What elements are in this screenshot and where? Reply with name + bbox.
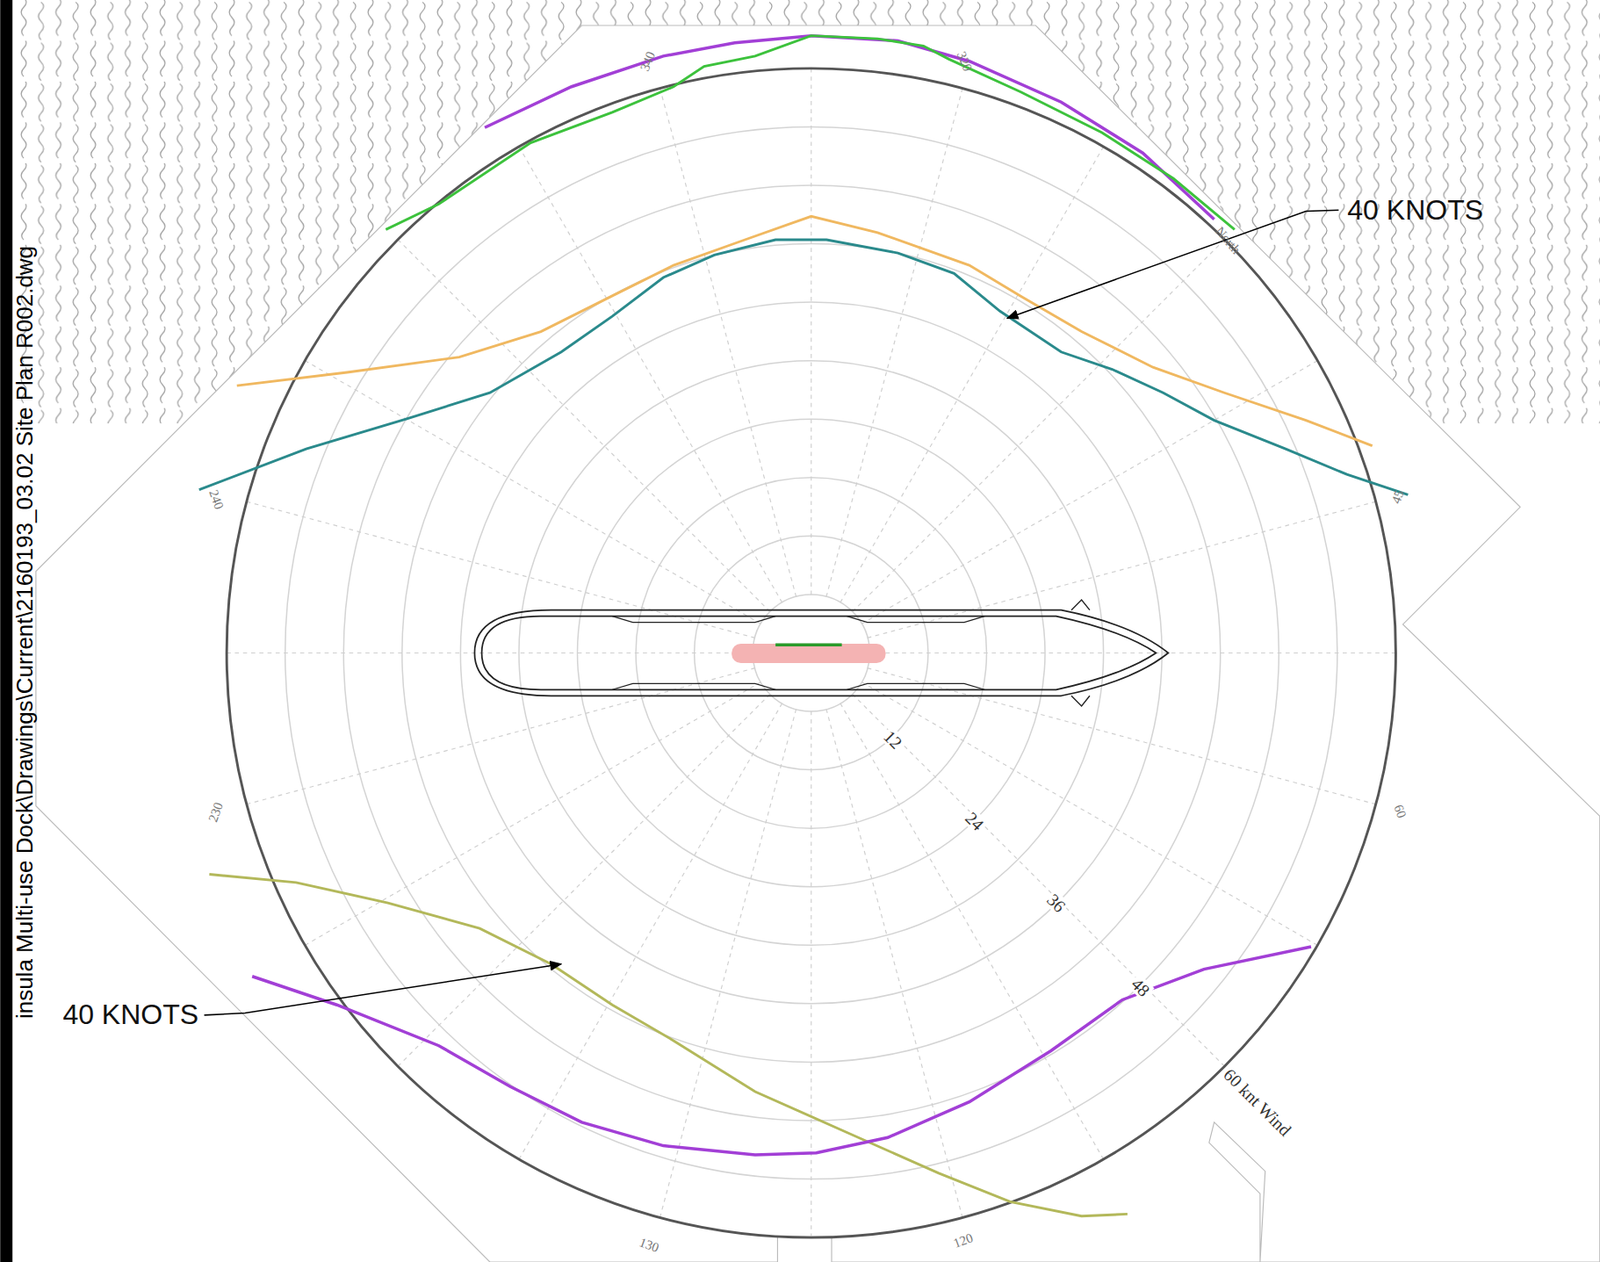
callout-label: 40 KNOTS <box>62 1000 199 1029</box>
grid-ring <box>402 244 1221 1063</box>
wind-curve <box>484 36 1215 220</box>
grid-spoke <box>869 652 1396 654</box>
grid-spoke <box>304 682 761 946</box>
grid-spoke <box>826 88 963 598</box>
wind-curve <box>237 216 1373 446</box>
leader-line <box>204 964 563 1016</box>
grid-spoke <box>304 360 761 625</box>
plot-frame <box>36 25 1600 1262</box>
berth-highlight <box>731 643 886 664</box>
grid-spoke <box>397 693 771 1067</box>
polar-grid <box>226 68 1396 1238</box>
file-path: insula Multi-use Dock\Drawings\Current\2… <box>13 245 37 1019</box>
title-bar <box>0 0 13 1262</box>
wind-curve <box>199 239 1409 495</box>
grid-spoke <box>840 703 1104 1160</box>
grid-spoke <box>226 652 753 654</box>
grid-spoke <box>826 708 963 1218</box>
wind-curve <box>209 874 1128 1217</box>
grid-ring <box>343 185 1279 1121</box>
grid-spoke <box>810 711 812 1238</box>
grid-spoke <box>810 68 812 595</box>
grid-spoke <box>659 88 796 598</box>
grid-ring <box>285 126 1338 1179</box>
grid-spoke <box>852 693 1226 1067</box>
grid-spoke <box>659 708 796 1218</box>
grid-spoke <box>861 682 1318 946</box>
grid-spoke <box>397 239 771 613</box>
grid-spoke <box>518 146 783 603</box>
grid-spoke <box>518 703 783 1160</box>
ship-outline <box>474 599 1168 707</box>
grid-spoke <box>867 501 1377 638</box>
grid-spoke <box>840 146 1104 603</box>
grid-spoke <box>867 668 1377 805</box>
callout-label: 40 KNOTS <box>1347 195 1484 224</box>
grid-spoke <box>852 239 1226 613</box>
leader-line <box>1007 209 1340 318</box>
wind-curve <box>252 946 1312 1155</box>
wind-curve <box>385 36 1235 231</box>
